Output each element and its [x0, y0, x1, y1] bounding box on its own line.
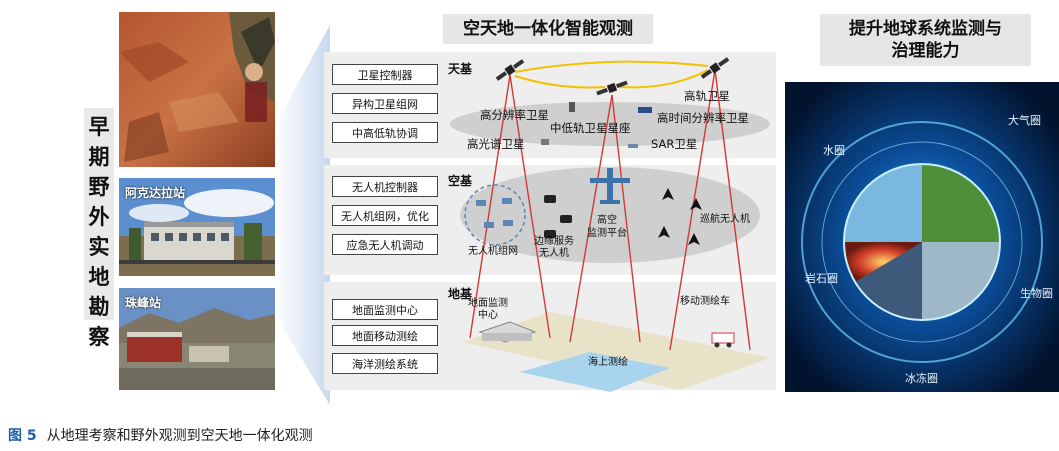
- mobile-survey-vehicle: [711, 332, 735, 348]
- edge-drone-icons: [544, 195, 572, 238]
- field-survey-vertical-label: 早期野外实地勘察: [84, 108, 114, 349]
- patrol-plane-icons: [658, 188, 702, 245]
- connector-wedge: [275, 25, 330, 405]
- observation-beams: [469, 69, 751, 351]
- center-title: 空天地一体化智能观测: [443, 14, 653, 44]
- figure-number: 图 5: [8, 428, 37, 444]
- tier-ground-label: 地基: [448, 287, 473, 301]
- uav-network-circle: [464, 184, 526, 246]
- tier-air-label: 空基: [448, 174, 473, 188]
- label-mid-low-constellation: 中低轨卫星星座: [550, 121, 631, 135]
- satellite-icon-small-3: [541, 139, 549, 145]
- observation-diagram: [450, 57, 770, 392]
- label-high-res-satellite: 高分辨率卫星: [480, 108, 549, 122]
- globe-label-biosphere: 生物圈: [1020, 287, 1053, 300]
- label-patrol-uav: 巡航无人机: [700, 214, 750, 225]
- figure-caption-text: 从地理考察和野外观测到空天地一体化观测: [46, 428, 313, 444]
- sea-area: [520, 352, 670, 392]
- btn-orbit-coordination[interactable]: 中高低轨协调: [332, 122, 438, 143]
- label-uav-network: 无人机组网: [468, 246, 518, 257]
- satellite-icon-right: [700, 57, 730, 79]
- uav-network-drones: [476, 198, 513, 228]
- label-ground-monitor-center: 地面监测 中心: [468, 298, 508, 321]
- tier-space-label: 天基: [448, 62, 473, 76]
- orbit-arc-top: [514, 60, 709, 73]
- photo-akedala-station: 阿克达拉站: [119, 178, 275, 276]
- btn-uav-controller[interactable]: 无人机控制器: [332, 176, 438, 197]
- monitor-center-building: [478, 321, 537, 343]
- btn-ocean-survey-system[interactable]: 海洋测绘系统: [332, 353, 438, 374]
- satellite-icon-small-1: [569, 102, 575, 112]
- right-title: 提升地球系统监测与 治理能力: [820, 14, 1031, 66]
- label-high-altitude-platform: 高空 监测平台: [587, 215, 627, 239]
- label-sea-survey: 海上测绘: [588, 357, 628, 368]
- high-altitude-platform-icon: [590, 168, 630, 204]
- orbit-arc-right: [619, 69, 709, 89]
- satellite-icon-small-4: [628, 144, 638, 148]
- label-high-orbit-satellite: 高轨卫星: [684, 89, 730, 103]
- photo-field-rocks: [119, 12, 275, 167]
- btn-heterogeneous-satellite-network[interactable]: 异构卫星组网: [332, 93, 438, 114]
- btn-emergency-uav[interactable]: 应急无人机调动: [332, 234, 438, 255]
- figure-caption: 图 5 从地理考察和野外观测到空天地一体化观测: [8, 425, 313, 445]
- field-rocks-image: [119, 12, 275, 167]
- satellite-icon-small-2: [638, 107, 652, 113]
- globe-label-atmosphere: 大气圈: [1008, 114, 1041, 127]
- globe-label-hydrosphere: 水圈: [823, 144, 845, 157]
- label-sar-satellite: SAR卫星: [651, 137, 698, 151]
- btn-ground-monitor-center[interactable]: 地面监测中心: [332, 299, 438, 320]
- label-edge-service-uav: 边缘服务 无人机: [534, 236, 574, 259]
- akedala-station-image: [119, 178, 275, 276]
- satellite-icon-left: [495, 59, 525, 81]
- label-mobile-survey-vehicle: 移动测绘车: [680, 296, 730, 307]
- ground-plane: [462, 312, 770, 390]
- zhufeng-station-image: [119, 288, 275, 390]
- globe-label-cryosphere: 冰冻圈: [905, 372, 938, 385]
- earth-system-globe: [785, 82, 1059, 392]
- btn-satellite-controller[interactable]: 卫星控制器: [332, 64, 438, 85]
- orbit-arc-left: [514, 75, 606, 89]
- label-hyperspectral-satellite: 高光谱卫星: [467, 137, 525, 151]
- btn-uav-network-optimize[interactable]: 无人机组网，优化: [332, 205, 438, 226]
- globe-label-lithosphere: 岩石圈: [805, 272, 838, 285]
- zhufeng-caption: 珠峰站: [125, 296, 162, 310]
- label-high-temporal-satellite: 高时间分辨率卫星: [657, 111, 749, 125]
- space-ellipse: [450, 102, 770, 146]
- satellite-icon-middle: [596, 80, 628, 96]
- photo-zhufeng-station: 珠峰站: [119, 288, 275, 390]
- akedala-caption: 阿克达拉站: [125, 186, 186, 200]
- btn-ground-mobile-survey[interactable]: 地面移动测绘: [332, 325, 438, 346]
